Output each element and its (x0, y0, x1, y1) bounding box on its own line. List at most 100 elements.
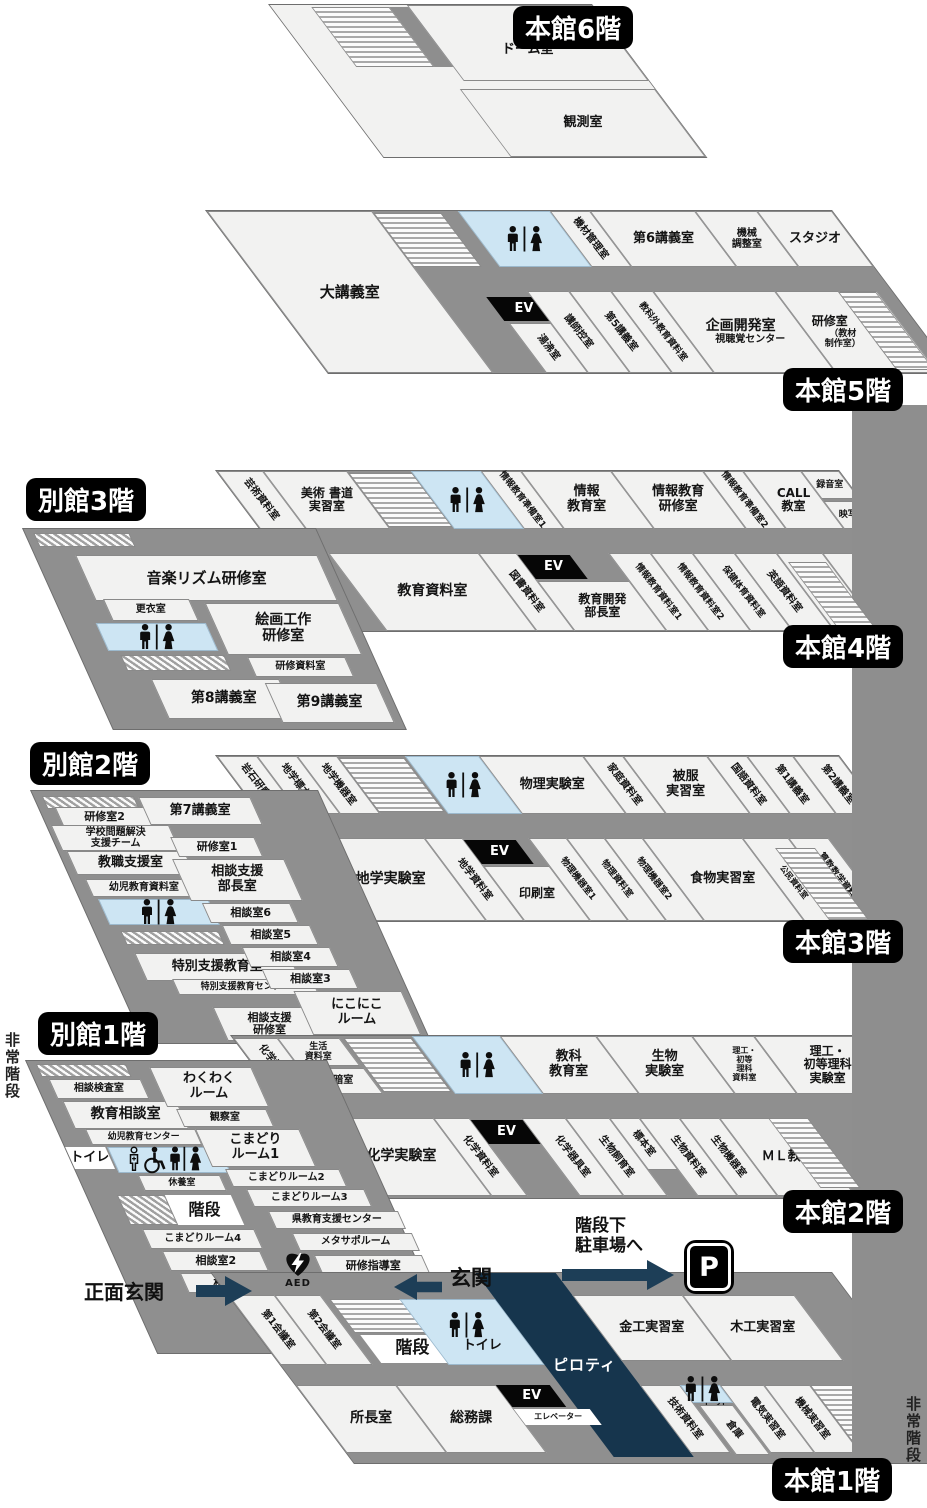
male-female-icon (140, 624, 175, 650)
room-label: 倉庫 (724, 1418, 746, 1442)
floor-badge-label: 本館4階 (795, 634, 892, 664)
restroom (95, 623, 219, 651)
male-female-icon (142, 899, 177, 925)
restroom: トイレ (399, 1299, 545, 1365)
restroom (410, 471, 525, 529)
room-label: 湯沸室 (535, 332, 563, 364)
room: こまどりルーム2 (225, 1169, 348, 1187)
room-label: 研修資料室 (275, 661, 326, 673)
room-label: 学校問題解決 支援チーム (85, 826, 146, 849)
floor-badge: 本館5階 (783, 368, 904, 411)
room-label: 相談支援 部長室 (211, 864, 264, 894)
room-label: 相談室2 (195, 1253, 236, 1267)
room-label: こまどり ルーム1 (229, 1132, 282, 1162)
room-label: スタジオ (789, 230, 842, 246)
vertical-text: 非常階段 (904, 1396, 922, 1464)
room-label: EV (496, 1123, 516, 1139)
room-label: 印刷室 (518, 885, 555, 900)
emergency-stairs-label: 非常階段 (2, 1032, 23, 1100)
annotation-text: 階段下 駐車場へ (575, 1216, 643, 1257)
map-annotation-label: 玄関 (450, 1266, 492, 1291)
room: 研修室2 (54, 807, 154, 827)
room: 第7講義室 (138, 797, 263, 825)
floor-badge-label: 本館6階 (525, 15, 622, 45)
room-label: エレベーター (533, 1411, 582, 1421)
aed-label: AED (285, 1278, 311, 1289)
annotation-text: 正面玄関 (84, 1280, 164, 1304)
restroom (98, 899, 220, 925)
floor-badge-label: 本館2階 (795, 1199, 892, 1229)
room-label: 絵画工作 研修室 (255, 612, 312, 644)
room: 研修室1 (170, 837, 264, 857)
floor-badge: 本館3階 (783, 920, 904, 963)
room: こまどりルーム4 (142, 1229, 264, 1249)
room-label: 教科 教育室 (549, 1049, 590, 1079)
room: 学校問題解決 支援チーム (50, 825, 181, 851)
room-label: こまどりルーム2 (247, 1172, 325, 1184)
floor-plate-bekkan-1f: 相談検査室教育相談室幼児教育センタートイレ休養室階段こまどりルーム4相談室2相談… (25, 1060, 460, 1354)
room-label: 相談室6 (230, 905, 271, 919)
room-label: 相談検査室 (74, 1083, 125, 1095)
male-female-icon (460, 1052, 495, 1078)
room-label: 更衣室 (135, 604, 166, 616)
floor-badge-label: 別館3階 (38, 487, 135, 517)
room-label: わくわく ルーム (183, 1071, 236, 1101)
room-sublabel: 視聴覚センター (715, 334, 786, 346)
accessible-restroom-icons (129, 1146, 202, 1174)
male-female-icon (446, 772, 481, 798)
floor-badge: 本館2階 (783, 1190, 904, 1233)
room-label: 幼児教育資料室 (109, 882, 180, 894)
parking-icon: P (684, 1240, 734, 1294)
room-label: 観測室 (563, 114, 603, 130)
floor-badge-label: 本館1階 (784, 1467, 881, 1497)
room: にこにこ ルーム (293, 991, 422, 1035)
room-label: 研修室1 (196, 839, 237, 853)
room: 相談検査室 (48, 1079, 150, 1099)
room-label: 録音室 (816, 479, 844, 490)
area-label: エレベーター (513, 1409, 602, 1425)
room-label: 第8講義室 (191, 690, 257, 707)
room-label: 企画開発室 (705, 317, 776, 334)
room-label: 総務課 (450, 1410, 493, 1427)
room-label: 研修指導室 (345, 1258, 401, 1272)
room-label: 理工・ 初等 理科 資料室 (732, 1046, 757, 1082)
room-label: ピロティ (553, 1355, 617, 1374)
room-label: メタサポルーム (321, 1236, 391, 1248)
room: 相談室2 (161, 1251, 269, 1271)
room-label: EV (489, 843, 509, 859)
room-label: 物理実験室 (519, 776, 585, 792)
room: 第9講義室 (264, 683, 395, 723)
annotation-text: 玄関 (450, 1266, 492, 1290)
map-annotation-label: 階段下 駐車場へ (575, 1216, 643, 1257)
male-female-icon (450, 487, 485, 513)
room-label: 幼児教育センター (107, 1131, 180, 1142)
room-label: 観察室 (210, 1112, 241, 1124)
room: 休養室 (137, 1175, 227, 1191)
room: 更衣室 (102, 599, 199, 621)
room-label: 相談室4 (269, 949, 311, 963)
restroom (457, 211, 592, 267)
map-annotation-label: 正面玄関 (84, 1280, 164, 1304)
stairs (120, 655, 232, 671)
room: 研修資料室 (247, 657, 355, 677)
room-label: 所長室 (350, 1410, 393, 1427)
floor-badge: 別館2階 (30, 742, 151, 785)
floor-badge: 別館1階 (38, 1012, 159, 1055)
room-label: EV (543, 558, 563, 574)
room-label: トイレ (70, 1149, 110, 1165)
room-label: 教育相談室 (90, 1106, 161, 1123)
stairs (120, 931, 225, 945)
room-label: 木工実習室 (730, 1319, 796, 1335)
direction-arrow-icon (196, 1276, 252, 1306)
room-label: EV (521, 1387, 541, 1403)
restroom: トイレ (679, 1375, 734, 1413)
male-female-icon (685, 1375, 721, 1402)
floor-badge: 本館4階 (783, 625, 904, 668)
floor-badge-label: 別館1階 (50, 1021, 147, 1051)
stairs (33, 533, 136, 547)
room-label: 階段 (188, 1200, 221, 1220)
vertical-text: 非常階段 (3, 1032, 21, 1100)
